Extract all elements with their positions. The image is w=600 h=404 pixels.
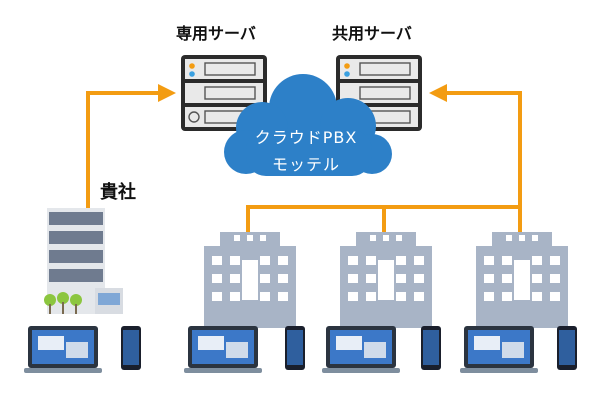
cloud-service-subtitle: モッテル (271, 155, 340, 174)
branch-building-3-icon (476, 232, 568, 328)
laptop-icon-2 (184, 326, 262, 373)
headquarters-to-dedicated-line (86, 91, 160, 210)
cloud-icon (224, 74, 392, 176)
cloud-service-name: クラウドPBX (254, 128, 358, 147)
headquarters-label: 貴社 (100, 182, 136, 203)
connector-arrowheads (158, 84, 447, 102)
branch-building-2-icon (340, 232, 432, 328)
arrowhead-shared (429, 84, 447, 102)
smartphone-icon-4 (557, 326, 577, 370)
smartphone-icon-3 (421, 326, 441, 370)
arrowhead-dedicated (158, 84, 176, 102)
branch-bus-line (246, 205, 520, 232)
branches-to-shared-line (445, 91, 522, 207)
laptop-icon-3 (322, 326, 400, 373)
connector-lines (86, 91, 522, 232)
dedicated-server-label: 専用サーバ (176, 24, 256, 43)
smartphone-icon-2 (285, 326, 305, 370)
laptop-icon-4 (460, 326, 538, 373)
headquarters-building-icon (44, 208, 123, 314)
branch-building-1-icon (204, 232, 296, 328)
smartphone-icon-1 (121, 326, 141, 370)
shared-server-label: 共用サーバ (332, 24, 412, 43)
laptop-icon-1 (24, 326, 102, 373)
